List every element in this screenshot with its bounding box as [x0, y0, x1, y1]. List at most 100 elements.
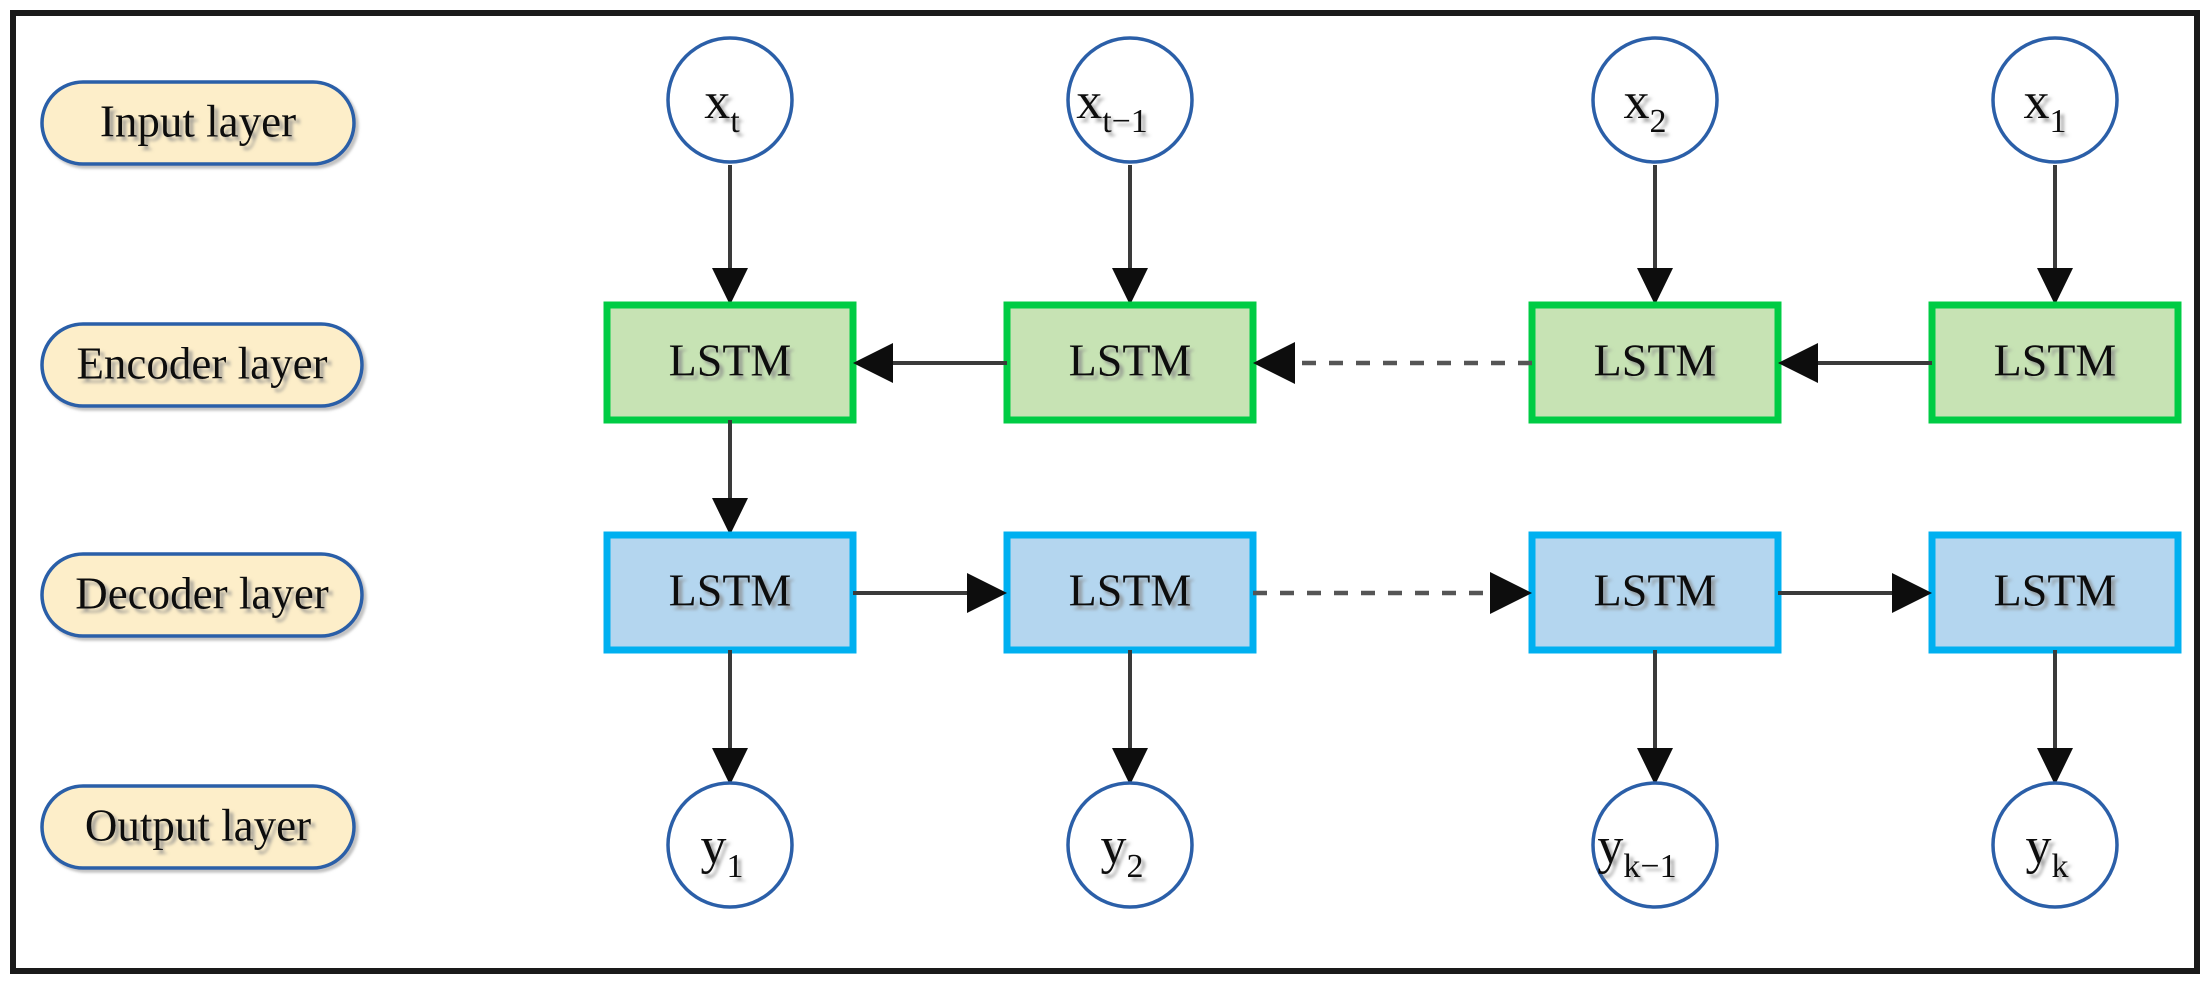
connector-decoder-to-output-3	[1637, 650, 1673, 785]
input-node-x-1: x1	[1991, 36, 2119, 164]
output-node-label: y2	[1101, 818, 1144, 885]
layer-label-encoder: Encoder layer	[40, 322, 364, 408]
decoder-lstm-2: LSTM	[1003, 531, 1257, 654]
layer-label-decoder: Decoder layer	[40, 552, 364, 638]
layer-label-output: Output layer	[40, 784, 356, 870]
output-node-circle	[1591, 781, 1719, 909]
encoder-cell-label: LSTM	[669, 335, 792, 386]
output-node-subscript: k−1	[1623, 848, 1676, 885]
layer-label-text-input: Input layer	[100, 96, 296, 146]
encoder-lstm-2: LSTM	[1003, 301, 1257, 424]
connector-encoder-to-decoder	[712, 420, 748, 535]
encoder-cell-box	[1528, 301, 1782, 424]
input-node-base: x	[2024, 73, 2050, 130]
decoder-cell-label: LSTM	[1594, 565, 1717, 616]
input-node-x-2: x2	[1591, 36, 1719, 164]
encoder-lstm-4: LSTM	[1928, 301, 2182, 424]
output-node-circle	[666, 781, 794, 909]
connector-decoder-to-output-1	[712, 650, 748, 785]
arrow-head-left	[853, 343, 893, 383]
decoder-cell-label: LSTM	[1069, 565, 1192, 616]
arrow-head-down	[712, 268, 748, 305]
encoder-cell-box	[1928, 301, 2182, 424]
encoder-cell-label: LSTM	[1594, 335, 1717, 386]
connector-decoder-to-output-4	[2037, 650, 2073, 785]
output-node-y-1: y1	[666, 781, 794, 909]
connector-decoder-3-to-4	[1778, 573, 1932, 613]
arrow-head-left	[1253, 342, 1295, 384]
output-node-base: y	[1101, 818, 1127, 875]
input-node-base: x	[1076, 73, 1102, 130]
connector-encoder-2-to-1	[853, 343, 1007, 383]
connector-decoder-to-output-2	[1112, 650, 1148, 785]
connector-decoder-1-to-2	[853, 573, 1007, 613]
arrow-head-down	[2037, 268, 2073, 305]
input-node-subscript: t−1	[1102, 103, 1148, 140]
arrow-head-down	[1112, 268, 1148, 305]
layer-label-text-decoder: Decoder layer	[75, 568, 329, 618]
connector-input-to-encoder-2	[1112, 165, 1148, 305]
layer-label-input: Input layer	[40, 80, 356, 166]
output-node-circle	[1066, 781, 1194, 909]
input-node-circle	[666, 36, 794, 164]
connector-input-to-encoder-3	[1637, 165, 1673, 305]
arrow-head-down	[1637, 268, 1673, 305]
input-node-subscript: t	[730, 103, 740, 140]
pill-shape-decoder	[40, 552, 364, 638]
arrow-head-down	[1112, 748, 1148, 785]
output-node-y-2: y2	[1066, 781, 1194, 909]
input-node-label: xt	[704, 73, 740, 140]
layer-label-text-output: Output layer	[85, 800, 311, 850]
output-node-label: y1	[701, 818, 744, 885]
input-node-label: x1	[2024, 73, 2067, 140]
input-node-base: x	[704, 73, 730, 130]
pill-shape-input	[40, 80, 356, 166]
arrow-head-down	[712, 498, 748, 535]
input-node-x-t: xt	[666, 36, 794, 164]
encoder-cell-label: LSTM	[1994, 335, 2117, 386]
output-node-base: y	[2026, 818, 2052, 875]
arrow-head-right	[1892, 573, 1932, 613]
encoder-cell-box	[603, 301, 857, 424]
arrow-head-right	[967, 573, 1007, 613]
input-node-x-t-1: xt−1	[1066, 36, 1194, 164]
input-node-circle	[1066, 36, 1194, 164]
connector-input-to-encoder-4	[2037, 165, 2073, 305]
output-node-label: yk−1	[1597, 818, 1676, 885]
decoder-cell-box	[1928, 531, 2182, 654]
connector-decoder-2-to-3	[1253, 572, 1532, 614]
decoder-lstm-4: LSTM	[1928, 531, 2182, 654]
decoder-lstm-1: LSTM	[603, 531, 857, 654]
connector-encoder-3-to-2	[1253, 342, 1532, 384]
input-node-base: x	[1624, 73, 1650, 130]
output-node-base: y	[701, 818, 727, 875]
input-node-circle	[1591, 36, 1719, 164]
output-node-subscript: k	[2052, 848, 2069, 885]
arrow-head-down	[712, 748, 748, 785]
input-node-label: x2	[1624, 73, 1667, 140]
layer-label-text-encoder: Encoder layer	[76, 338, 327, 388]
input-node-subscript: 1	[2050, 103, 2067, 140]
output-node-subscript: 1	[727, 848, 744, 885]
input-node-circle	[1991, 36, 2119, 164]
output-node-label: yk	[2026, 818, 2069, 885]
encoder-lstm-1: LSTM	[603, 301, 857, 424]
output-node-circle	[1991, 781, 2119, 909]
connector-encoder-4-to-3	[1778, 343, 1932, 383]
encoder-lstm-3: LSTM	[1528, 301, 1782, 424]
input-node-subscript: 2	[1650, 103, 1667, 140]
arrow-head-right	[1490, 572, 1532, 614]
output-node-y-k: yk	[1991, 781, 2119, 909]
encoder-cell-label: LSTM	[1069, 335, 1192, 386]
connector-input-to-encoder-1	[712, 165, 748, 305]
pill-shape-encoder	[40, 322, 364, 408]
output-node-base: y	[1597, 818, 1623, 875]
decoder-cell-box	[1528, 531, 1782, 654]
pill-shape-output	[40, 784, 356, 870]
arrow-head-down	[2037, 748, 2073, 785]
arrow-head-down	[1637, 748, 1673, 785]
output-node-y-k-1: yk−1	[1591, 781, 1719, 909]
decoder-cell-label: LSTM	[1994, 565, 2117, 616]
